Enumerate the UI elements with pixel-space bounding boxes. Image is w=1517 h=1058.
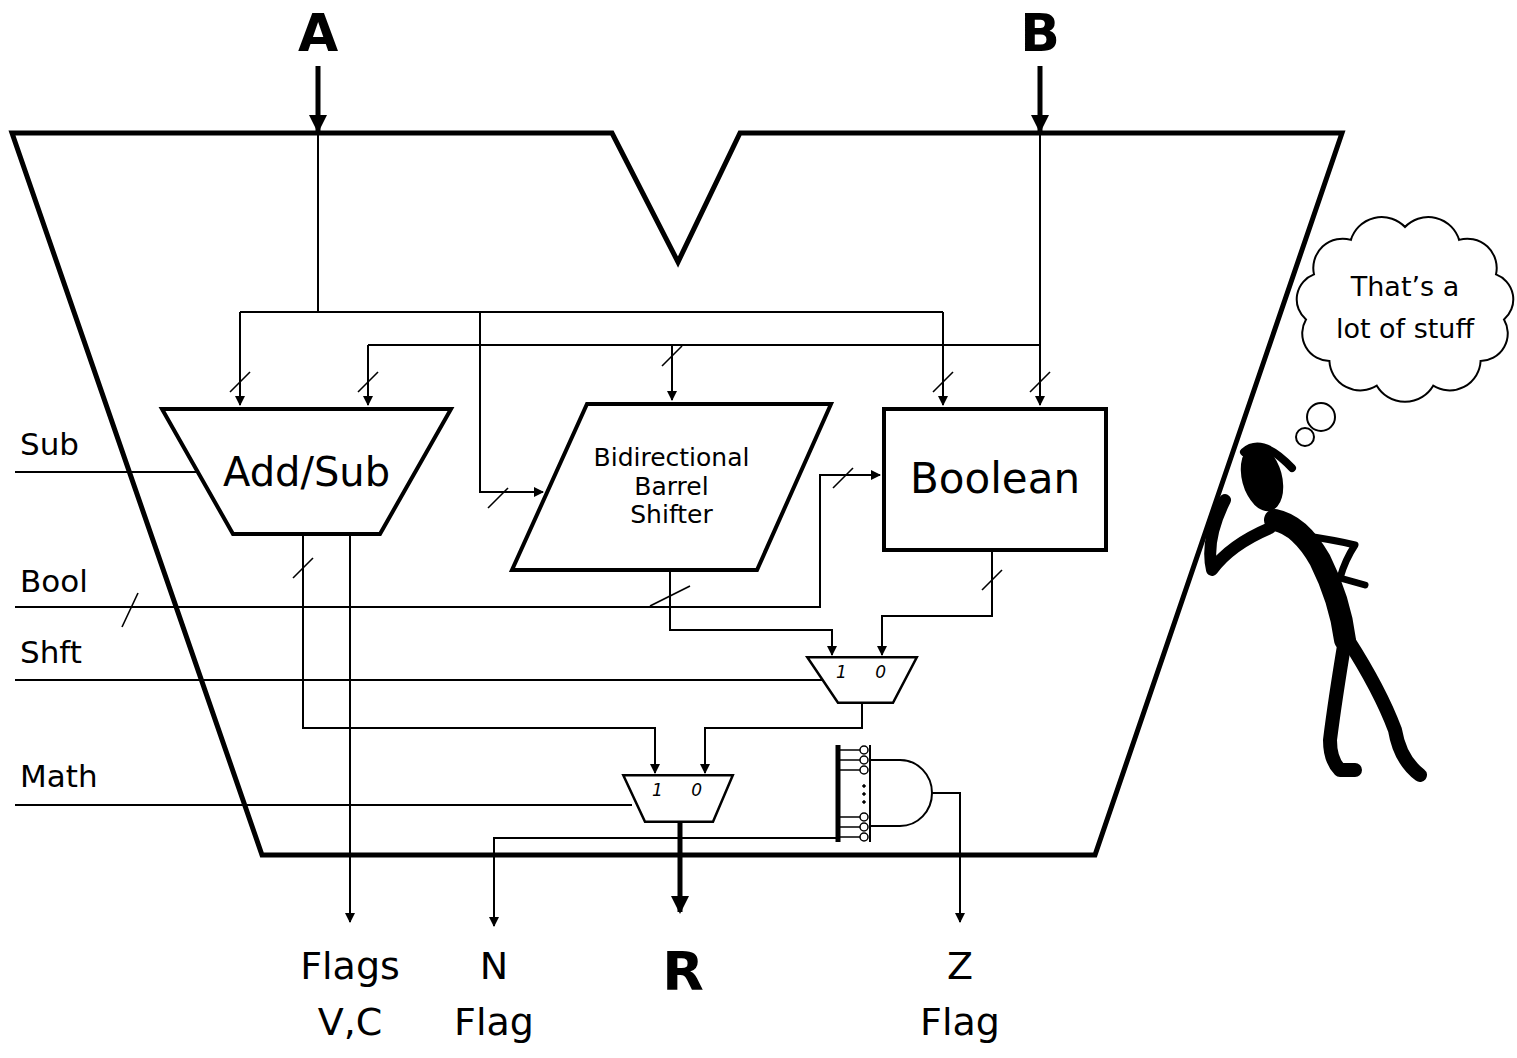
zero-detect-gate <box>838 745 932 842</box>
barrel-shifter-body: Bidirectional Barrel Shifter <box>510 402 833 572</box>
boolean-block-body: Boolean <box>882 407 1108 552</box>
bus-name: A <box>298 2 338 64</box>
math-mux-outline <box>623 775 733 822</box>
bus-name: B <box>1020 2 1060 64</box>
stick-figure <box>1210 440 1420 775</box>
bus-wire <box>670 572 832 655</box>
mux-input-number: 1 <box>652 782 663 799</box>
block-label: That’s a lot of stuff <box>1335 266 1475 350</box>
thought-cloud-outline <box>1297 217 1514 402</box>
mux-input-number: 0 <box>875 664 886 681</box>
alu-outline <box>12 133 1342 855</box>
signal-name: Sub <box>20 426 79 463</box>
shift-mux-outline <box>807 657 917 703</box>
boolean-block: Boolean <box>882 407 1108 552</box>
math-mux: 10 <box>622 774 734 823</box>
bus-wire <box>882 552 992 655</box>
thought-cloud-outline <box>1291 213 1517 403</box>
boolean-block-outline <box>884 409 1106 550</box>
shift-mux: 10 <box>806 656 918 704</box>
math-mux-body: 10 <box>622 774 734 823</box>
math-mux-outline <box>622 774 734 823</box>
barrel-shifter: Bidirectional Barrel Shifter <box>510 402 833 572</box>
mux-input-number: 0 <box>691 782 702 799</box>
signal-name: Math <box>20 758 98 795</box>
block-label: Add/Sub <box>223 449 390 495</box>
adder-block-outline <box>162 409 451 534</box>
thought-cloud: That’s a lot of stuff <box>1291 213 1517 403</box>
adder-block-body: Add/Sub <box>160 407 453 536</box>
block-label: Bidirectional Barrel Shifter <box>594 444 750 530</box>
flag-name: Z Flag <box>920 938 1000 1050</box>
shift-mux-body: 10 <box>806 656 918 704</box>
mux-input-number: 1 <box>836 664 847 681</box>
output-name: R <box>662 940 704 1005</box>
flag-name: N Flag <box>454 938 534 1050</box>
signal-name: Bool <box>20 563 88 600</box>
shift-mux-outline <box>806 656 918 704</box>
thought-bubble <box>1296 428 1314 446</box>
adder-block: Add/Sub <box>160 407 453 536</box>
block-label: Boolean <box>910 455 1080 503</box>
bus-wire <box>705 704 862 773</box>
signal-name: Shft <box>20 634 82 671</box>
thought-bubble <box>1307 403 1335 431</box>
thought-cloud-body: That’s a lot of stuff <box>1291 213 1517 403</box>
barrel-shifter-outline <box>512 404 831 570</box>
flag-name: Flags V,C <box>300 938 400 1050</box>
